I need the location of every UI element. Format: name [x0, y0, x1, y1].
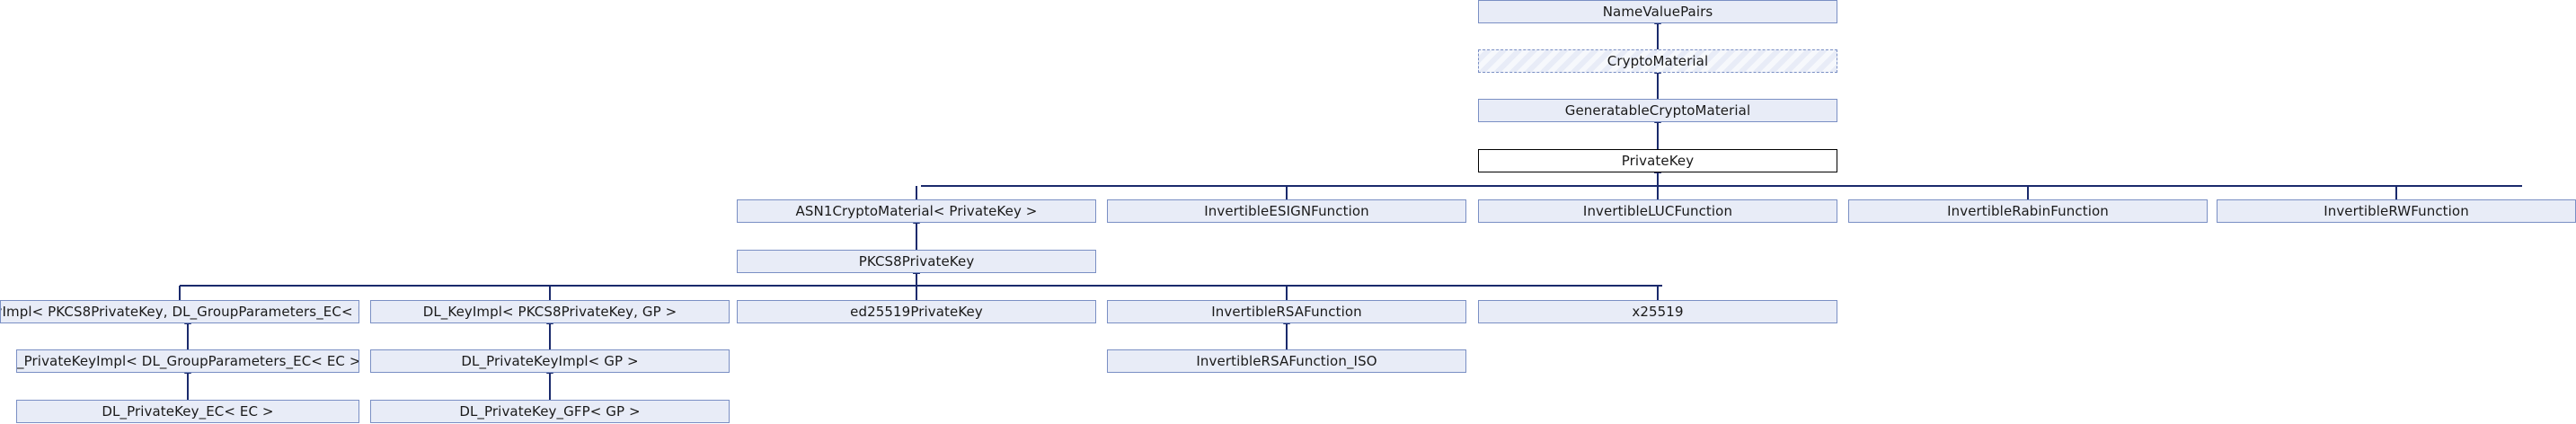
inheritance-edge [1286, 323, 1288, 349]
inheritance-edge [1657, 23, 1659, 49]
inheritance-edge [916, 273, 917, 286]
class-node-label: GeneratableCryptoMaterial [1564, 102, 1751, 119]
inheritance-edge [916, 273, 917, 300]
class-node-dl_privatekey_gfp-gp[interactable]: DL_PrivateKey_GFP< GP > [370, 400, 730, 423]
class-node-label: InvertibleESIGNFunction [1204, 202, 1369, 219]
inheritance-edge [1286, 186, 1288, 199]
class-node-label: PrivateKey [1621, 152, 1695, 169]
class-node-label: InvertibleLUCFunction [1582, 202, 1733, 219]
inheritance-edge [2395, 186, 2397, 199]
class-node-label: DL_PrivateKeyImpl< DL_GroupParameters_EC… [16, 352, 359, 369]
class-node-label: InvertibleRSAFunction_ISO [1196, 352, 1377, 369]
class-node-invertibleesignfunction[interactable]: InvertibleESIGNFunction [1107, 199, 1466, 223]
inheritance-edge [1657, 172, 1659, 186]
class-node-label: DL_KeyImpl< PKCS8PrivateKey, GP > [422, 303, 677, 320]
inheritance-edge [1657, 286, 1659, 300]
class-node-label: InvertibleRWFunction [2324, 202, 2469, 219]
inheritance-edge [916, 186, 917, 199]
class-node-invertiblersafunction_iso[interactable]: InvertibleRSAFunction_ISO [1107, 349, 1466, 373]
inheritance-edge [1286, 286, 1288, 300]
class-node-generatablecryptomaterial[interactable]: GeneratableCryptoMaterial [1478, 99, 1837, 122]
class-node-label: PKCS8PrivateKey [858, 252, 975, 269]
inheritance-edge [549, 286, 551, 300]
class-node-label: CryptoMaterial [1607, 52, 1709, 69]
class-node-label: DL_PrivateKey_GFP< GP > [459, 402, 641, 420]
class-node-label: x25519 [1632, 303, 1684, 320]
inheritance-edge [1657, 122, 1659, 149]
class-node-x25519[interactable]: x25519 [1478, 300, 1837, 323]
class-node-dl_keyimpl-pkcs8privatekey-dl_groupparameters_ec-ec[interactable]: DL_KeyImpl< PKCS8PrivateKey, DL_GroupPar… [0, 300, 359, 323]
class-node-label: DL_KeyImpl< PKCS8PrivateKey, DL_GroupPar… [1, 303, 359, 320]
inheritance-bus [180, 285, 1662, 287]
inheritance-edge [1657, 73, 1659, 99]
class-node-label: InvertibleRabinFunction [1947, 202, 2109, 219]
class-node-dl_privatekeyimpl-dl_groupparameters_ec-ec[interactable]: DL_PrivateKeyImpl< DL_GroupParameters_EC… [16, 349, 359, 373]
inheritance-edge [2027, 186, 2029, 199]
class-node-ed25519privatekey[interactable]: ed25519PrivateKey [737, 300, 1096, 323]
class-node-label: DL_PrivateKey_EC< EC > [102, 402, 274, 420]
inheritance-edge [1657, 172, 1659, 199]
class-node-cryptomaterial[interactable]: CryptoMaterial [1478, 49, 1837, 73]
inheritance-edge [916, 223, 917, 250]
class-node-invertiblerwfunction[interactable]: InvertibleRWFunction [2217, 199, 2576, 223]
inheritance-bus [921, 185, 2522, 187]
class-node-asn1cryptomaterial-privatekey[interactable]: ASN1CryptoMaterial< PrivateKey > [737, 199, 1096, 223]
inheritance-edge [549, 373, 551, 400]
class-node-label: NameValuePairs [1602, 3, 1713, 20]
inheritance-edge [549, 323, 551, 349]
inheritance-edge [187, 373, 189, 400]
class-node-invertiblelucfunction[interactable]: InvertibleLUCFunction [1478, 199, 1837, 223]
inheritance-edge [187, 323, 189, 349]
class-node-dl_privatekeyimpl-gp[interactable]: DL_PrivateKeyImpl< GP > [370, 349, 730, 373]
class-node-privatekey[interactable]: PrivateKey [1478, 149, 1837, 172]
class-node-dl_keyimpl-pkcs8privatekey-gp[interactable]: DL_KeyImpl< PKCS8PrivateKey, GP > [370, 300, 730, 323]
class-node-label: ASN1CryptoMaterial< PrivateKey > [795, 202, 1038, 219]
class-node-dl_privatekey_ec-ec[interactable]: DL_PrivateKey_EC< EC > [16, 400, 359, 423]
inheritance-edge [179, 286, 181, 300]
class-node-invertiblersafunction[interactable]: InvertibleRSAFunction [1107, 300, 1466, 323]
class-node-namevaluepairs[interactable]: NameValuePairs [1478, 0, 1837, 23]
class-node-pkcs8privatekey[interactable]: PKCS8PrivateKey [737, 250, 1096, 273]
class-node-label: InvertibleRSAFunction [1211, 303, 1362, 320]
class-node-label: ed25519PrivateKey [850, 303, 983, 320]
class-node-label: DL_PrivateKeyImpl< GP > [461, 352, 639, 369]
class-node-invertiblerabinfunction[interactable]: InvertibleRabinFunction [1848, 199, 2208, 223]
